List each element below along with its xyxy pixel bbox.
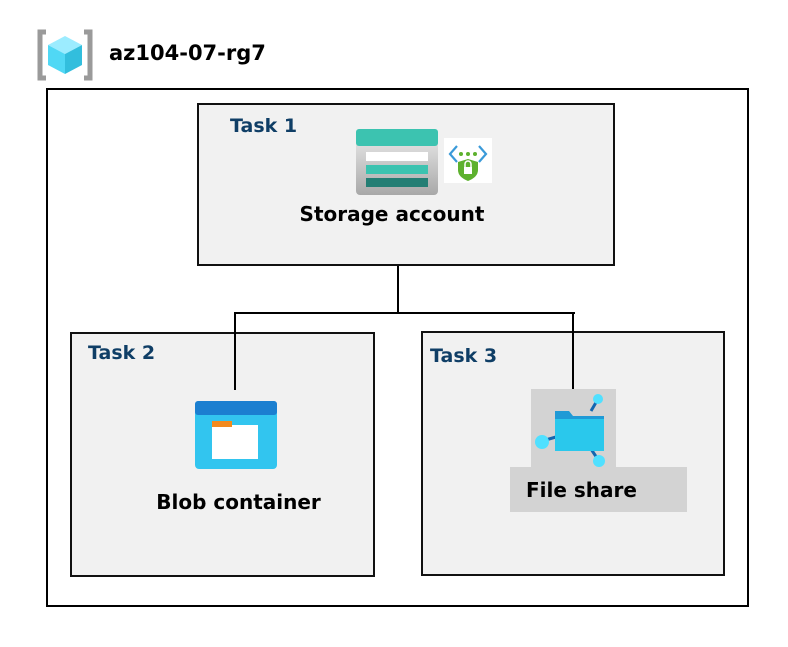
- storage-account-icon: [356, 129, 438, 195]
- file-share-icon: [531, 389, 616, 469]
- task-1-box: Task 1 Storage account: [197, 103, 615, 266]
- resource-group-title: az104-07-rg7: [109, 41, 266, 65]
- connector-branch: [234, 312, 575, 314]
- resource-group-boundary: [46, 88, 749, 607]
- blob-container-label: Blob container: [156, 490, 321, 514]
- connector-trunk: [397, 237, 399, 314]
- task-2-box: Task 2 Blob container: [70, 332, 375, 577]
- blob-container-icon: [195, 401, 277, 469]
- file-share-label: File share: [526, 478, 637, 502]
- connector-to-task-3: [572, 312, 574, 389]
- resource-group-icon: [37, 29, 93, 81]
- connector-to-task-2: [234, 312, 236, 390]
- task-3-label: Task 3: [430, 345, 498, 367]
- file-share-label-bg: File share: [510, 467, 687, 512]
- task-2-label: Task 2: [88, 342, 156, 364]
- storage-account-label: Storage account: [299, 202, 485, 226]
- task-1-label: Task 1: [230, 115, 298, 137]
- task-3-box: Task 3 File share: [421, 331, 725, 576]
- private-endpoint-icon: [444, 138, 492, 183]
